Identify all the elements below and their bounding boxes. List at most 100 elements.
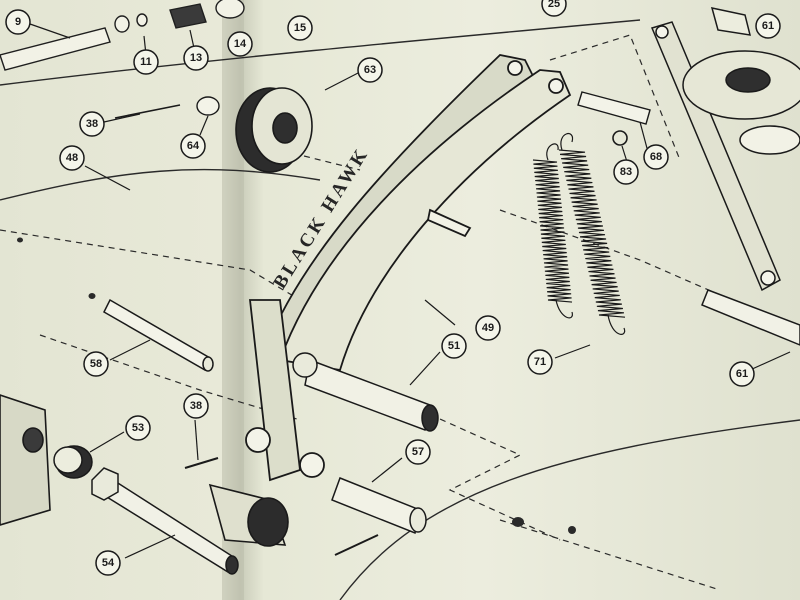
callout-circle [79,111,105,137]
guide-line [0,229,301,301]
guide-line [419,409,561,541]
leader-13 [189,29,195,49]
callout-number: 58 [90,358,102,370]
callout-48: 48 [59,145,85,171]
cotter-pin-bottom [334,534,379,556]
bolt-54-thread [225,555,239,575]
callout-number: 25 [548,0,560,10]
callout-circle [755,13,781,39]
guide-line [549,34,681,161]
frame-line [0,168,321,201]
cotter-pin-38-lower [184,457,219,469]
callout-circle [357,57,383,83]
page-fold-shadow [222,0,244,600]
callout-number: 54 [102,557,115,569]
leader-49 [424,299,456,326]
bushing-53 [53,445,93,479]
callout-71: 71 [527,349,553,375]
bolt-54-hex-head [91,467,119,501]
ring-83 [612,130,628,146]
pulley-hub [272,112,298,144]
bushing-top [215,0,245,19]
frame-hole [568,526,576,534]
top-parts [0,0,245,71]
leader-38a [103,113,141,123]
disk-assembly [682,7,800,155]
callout-15: 15 [287,15,313,41]
frame-line [339,419,800,600]
cotter-pin-38-top [114,104,181,119]
leader-58 [109,339,151,361]
pin-57 [331,477,427,535]
callout-49: 49 [475,315,501,341]
disk-washer [739,125,800,155]
callout-number: 14 [234,38,247,50]
left-block-hole [22,427,44,453]
bushing-53-face [53,446,83,474]
spring-left [532,159,573,303]
callout-number: 61 [762,20,774,32]
washer-tiny [136,13,148,27]
springs-71 [532,133,626,335]
washer-small [114,15,130,33]
callout-14: 14 [227,31,253,57]
callout-13: 13 [183,45,209,71]
frame-hole [88,293,96,299]
callout-circle [95,550,121,576]
bracket-hole-2 [299,452,325,478]
main-arm [245,54,572,482]
frame-hole [17,237,23,243]
leader-57 [371,457,403,483]
disk-cap [710,7,752,36]
frame-holes [17,237,576,534]
pin-51-body [304,358,431,432]
callout-circle [441,333,467,359]
callout-38: 38 [183,393,209,419]
large-bushing [208,483,289,547]
pin-51-head [292,352,318,378]
arm-lower-bracket [248,299,301,482]
callout-number: 13 [190,52,202,64]
callout-circle [125,415,151,441]
callout-58: 58 [83,351,109,377]
pulley-wheel [235,87,313,173]
left-block-body [0,394,51,526]
callout-number: 68 [650,151,662,163]
callout-number: 63 [364,64,376,76]
leader-71 [554,344,591,359]
callout-circle [643,144,669,170]
frame-outline [0,19,800,600]
callout-54: 54 [95,550,121,576]
callout-circle [227,31,253,57]
pin-57-body [331,477,421,535]
callout-circle [59,145,85,171]
callout-11: 11 [133,49,159,75]
pin-51 [292,352,439,432]
pin-58-end [202,356,214,372]
callout-circle [475,315,501,341]
callout-51: 51 [441,333,467,359]
shaft-61-body [701,289,800,346]
callout-61: 61 [755,13,781,39]
disk-hub [725,67,771,93]
pin-68-body [577,91,651,125]
callout-number: 9 [15,16,21,28]
callout-64: 64 [180,133,206,159]
leader-9 [29,23,71,39]
shaft-61-right [701,289,800,346]
pin-68 [577,91,651,125]
pin-57-end [409,507,427,533]
callout-circle [133,49,159,75]
guide-line [499,519,721,591]
spring-right-hook [560,133,574,151]
leader-61b [749,351,791,371]
left-block [0,394,51,526]
callout-25: 25 [541,0,567,17]
callout-circle [5,9,31,35]
callout-63: 63 [357,57,383,83]
arm-top-hole [507,60,523,76]
frame-hole [512,517,524,527]
right-bar-hole-top [655,25,669,39]
